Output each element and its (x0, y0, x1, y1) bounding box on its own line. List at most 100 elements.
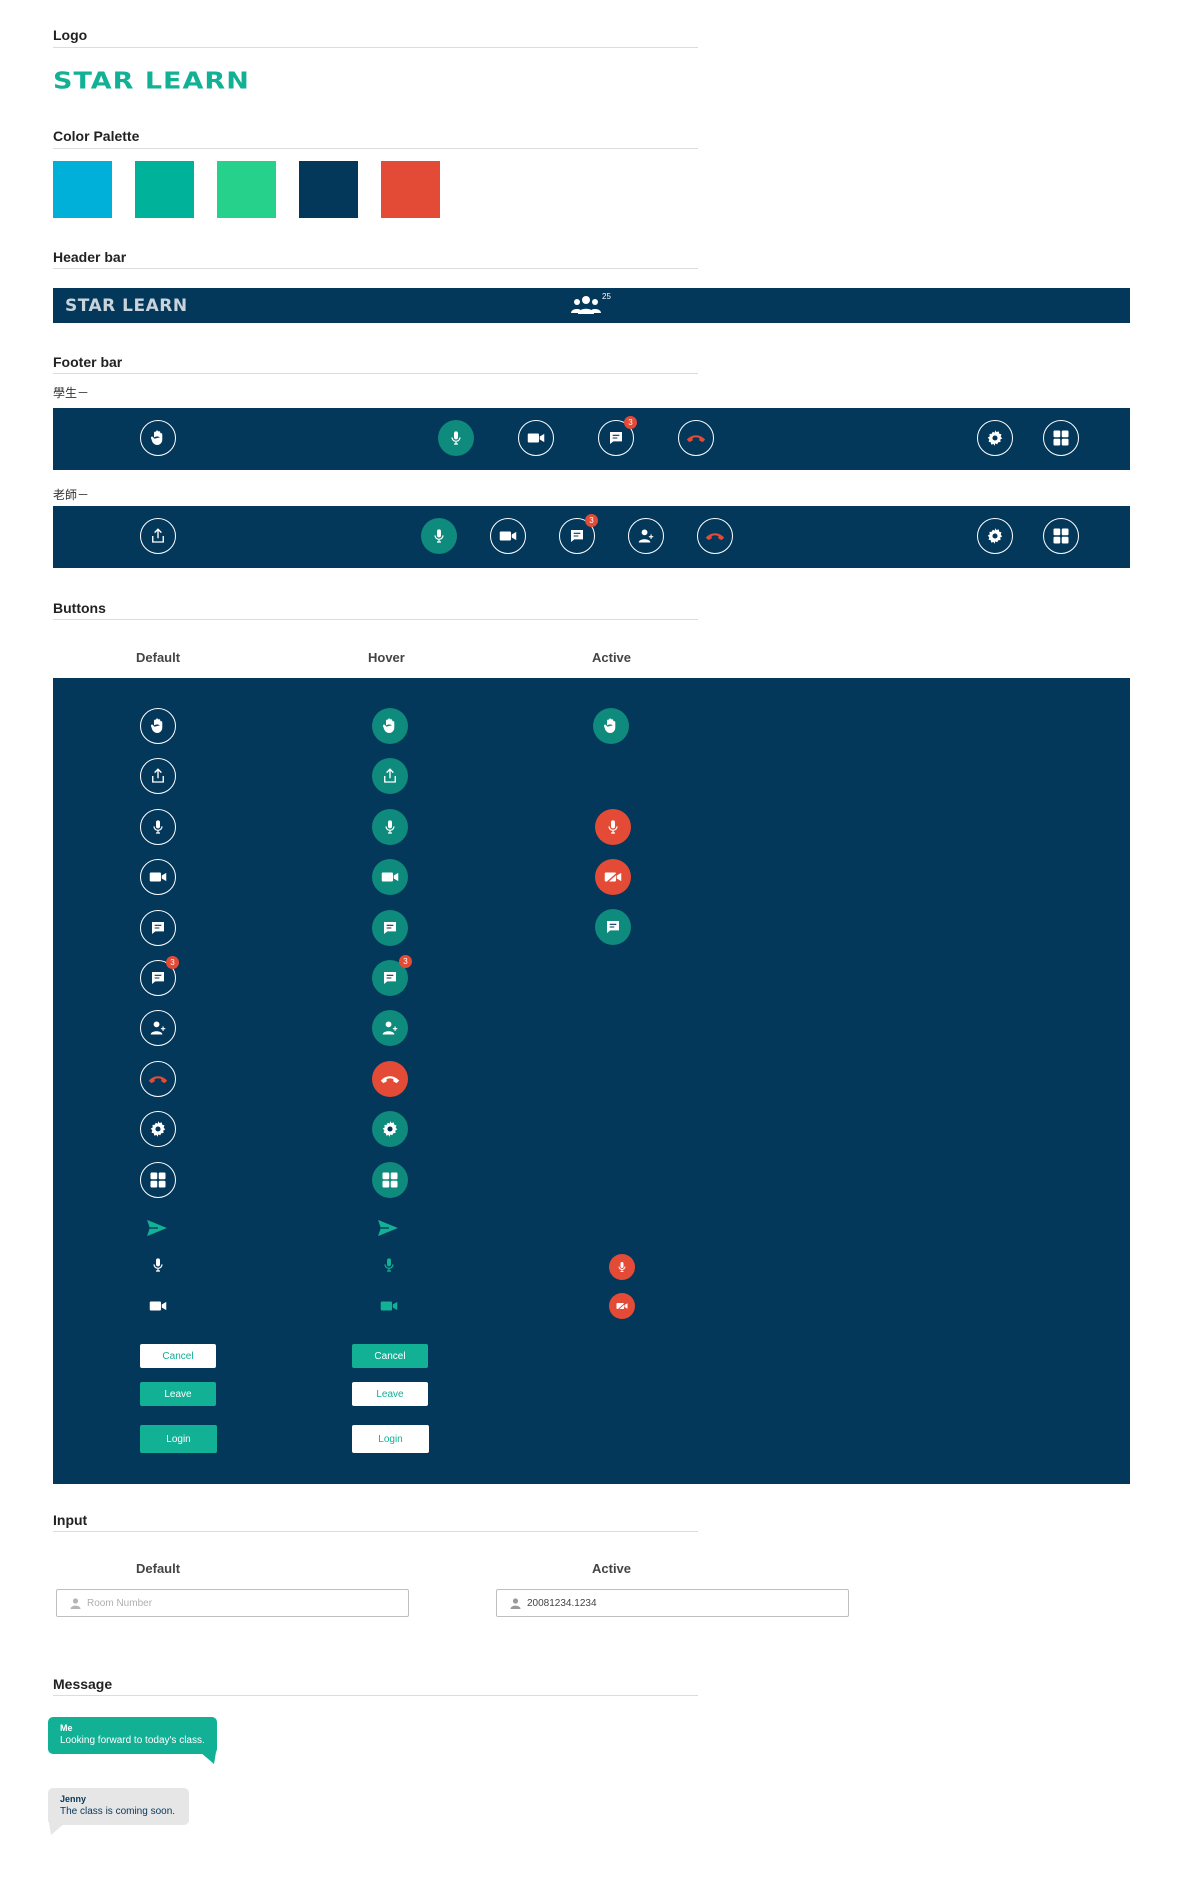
add-user-icon (149, 1020, 167, 1036)
participant-count: 25 (602, 292, 611, 301)
microphone-button[interactable] (438, 420, 474, 456)
camera-icon (149, 870, 167, 884)
microphone-icon[interactable] (381, 1256, 397, 1274)
settings-hover-button[interactable] (372, 1111, 408, 1148)
message-sender: Me (60, 1723, 73, 1733)
student-footer-bar: 3 (53, 408, 1130, 470)
microphone-icon (150, 818, 166, 836)
hang-up-button[interactable] (697, 518, 733, 554)
section-divider (53, 619, 698, 620)
hang-up-button[interactable] (678, 420, 714, 456)
chat-active-button[interactable] (595, 909, 631, 945)
camera-hover-button[interactable] (372, 859, 408, 896)
room-number-input-default[interactable]: Room Number (56, 1589, 409, 1617)
raise-hand-hover-button[interactable] (372, 708, 408, 744)
leave-button-default[interactable]: Leave (140, 1382, 216, 1406)
camera-icon (499, 529, 517, 543)
share-screen-hover-button[interactable] (372, 758, 408, 795)
layout-button[interactable] (1043, 420, 1079, 456)
gear-icon (986, 527, 1004, 545)
chat-icon (382, 970, 398, 986)
share-screen-icon (149, 767, 167, 785)
gear-icon (381, 1120, 399, 1138)
hang-up-hover-button[interactable] (372, 1060, 408, 1097)
camera-button[interactable] (490, 518, 526, 554)
send-icon[interactable] (146, 1219, 168, 1237)
section-divider (53, 373, 698, 374)
chat-icon (569, 528, 585, 544)
buttons-panel: Cancel Cancel Leave Leave Login Login 3 3 (53, 678, 1130, 1484)
chat-unread-hover-button[interactable]: 3 (372, 955, 412, 996)
input-column-default: Default (136, 1561, 181, 1576)
microphone-icon (382, 818, 398, 836)
hang-up-default-button[interactable] (140, 1060, 176, 1097)
section-divider (53, 148, 698, 149)
microphone-button[interactable] (421, 518, 457, 554)
camera-icon[interactable] (149, 1299, 167, 1313)
color-swatch (217, 161, 276, 218)
camera-icon (381, 870, 399, 884)
layout-default-button[interactable] (140, 1161, 176, 1198)
microphone-small-active[interactable] (609, 1254, 635, 1280)
brand-logo: STAR LEARN (53, 68, 250, 95)
unread-badge: 3 (585, 514, 598, 527)
grid-layout-icon (149, 1171, 167, 1189)
chat-icon (605, 919, 621, 935)
camera-off-icon (604, 870, 622, 884)
microphone-hover-button[interactable] (372, 808, 408, 845)
chat-hover-button[interactable] (372, 909, 408, 946)
chat-default-button[interactable] (140, 909, 176, 946)
chat-button[interactable]: 3 (559, 514, 598, 554)
leave-button-hover[interactable]: Leave (352, 1382, 428, 1406)
microphone-icon (448, 429, 464, 447)
add-user-default-button[interactable] (140, 1010, 176, 1047)
microphone-active-button[interactable] (595, 809, 631, 845)
add-user-hover-button[interactable] (372, 1010, 408, 1047)
gear-icon (986, 429, 1004, 447)
room-number-input-active[interactable]: 20081234.1234 (496, 1589, 849, 1617)
message-bubble-jenny: Jenny The class is coming soon. (48, 1788, 189, 1825)
settings-button[interactable] (977, 518, 1013, 554)
chat-icon (150, 970, 166, 986)
share-screen-icon (149, 527, 167, 545)
camera-button[interactable] (518, 420, 554, 456)
layout-hover-button[interactable] (372, 1161, 408, 1198)
raise-hand-active-button[interactable] (593, 708, 629, 744)
grid-layout-icon (381, 1171, 399, 1189)
login-button-default[interactable]: Login (140, 1425, 217, 1453)
share-screen-button[interactable] (140, 518, 176, 554)
chat-button[interactable]: 3 (598, 416, 637, 456)
people-group-icon[interactable] (570, 294, 602, 321)
microphone-default-button[interactable] (140, 808, 176, 845)
settings-button[interactable] (977, 420, 1013, 456)
section-divider (53, 47, 698, 48)
section-divider (53, 1531, 698, 1532)
settings-default-button[interactable] (140, 1111, 176, 1148)
chat-unread-default-button[interactable]: 3 (140, 956, 179, 996)
message-sender: Jenny (60, 1794, 87, 1804)
camera-icon[interactable] (380, 1299, 398, 1313)
add-user-button[interactable] (628, 518, 664, 554)
unread-badge: 3 (399, 955, 412, 968)
camera-small-active[interactable] (609, 1293, 635, 1319)
share-screen-default-button[interactable] (140, 758, 176, 795)
camera-active-button[interactable] (595, 859, 631, 895)
cancel-button-default[interactable]: Cancel (140, 1344, 216, 1368)
share-screen-icon (381, 767, 399, 785)
teacher-footer-bar: 3 (53, 506, 1130, 568)
user-icon (70, 1596, 81, 1614)
input-column-active: Active (592, 1561, 632, 1576)
raise-hand-button[interactable] (140, 420, 176, 456)
cancel-button-hover[interactable]: Cancel (352, 1344, 428, 1368)
add-user-icon (637, 528, 655, 544)
section-title-footer: Footer bar (53, 354, 123, 370)
student-label: 學生－ (53, 386, 90, 400)
color-swatch (53, 161, 112, 218)
microphone-icon[interactable] (150, 1256, 166, 1274)
camera-default-button[interactable] (140, 859, 176, 896)
raise-hand-default-button[interactable] (140, 708, 176, 744)
send-icon[interactable] (377, 1219, 399, 1237)
login-button-hover[interactable]: Login (352, 1425, 429, 1453)
hang-up-icon (705, 531, 725, 541)
layout-button[interactable] (1043, 518, 1079, 554)
